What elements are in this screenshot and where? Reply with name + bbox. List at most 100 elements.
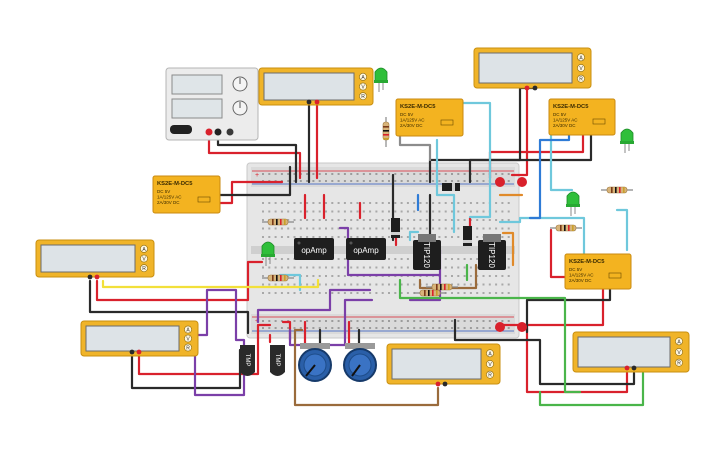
wire-purple[interactable] [188, 288, 246, 397]
sensor-label: TMP [274, 354, 280, 367]
led-green[interactable] [261, 241, 275, 266]
mode-a-button[interactable] [359, 72, 367, 81]
mode-label: V [142, 257, 146, 263]
leds [261, 67, 634, 266]
wire-red[interactable] [207, 130, 302, 180]
probe-negative[interactable] [532, 85, 538, 91]
wire-red[interactable] [95, 260, 264, 302]
resistor[interactable] [550, 224, 582, 232]
wire-cyan[interactable] [498, 216, 586, 257]
mode-v-button[interactable] [675, 348, 683, 356]
mode-r-button[interactable] [577, 74, 585, 83]
transistor-tip120-1[interactable]: TIP120 [413, 234, 441, 270]
wire-blue[interactable] [528, 131, 571, 220]
mode-a-button[interactable] [140, 244, 148, 253]
diode-3[interactable] [442, 183, 460, 191]
wire-red[interactable] [137, 323, 272, 376]
wire-cyan[interactable] [408, 230, 420, 242]
transistor-tip120-2[interactable]: TIP120 [478, 234, 506, 270]
diode-2[interactable] [463, 226, 472, 246]
probe-negative[interactable] [306, 99, 312, 105]
probe-negative[interactable] [442, 381, 448, 387]
mode-label: R [488, 373, 492, 379]
mode-r-button[interactable] [140, 264, 148, 273]
wire-cyan[interactable] [615, 208, 629, 252]
mode-a-button[interactable] [577, 53, 585, 62]
mode-a-button[interactable] [184, 325, 192, 334]
resistor[interactable] [262, 218, 294, 226]
multimeter[interactable]: AVR [473, 47, 592, 89]
wire-gray[interactable] [398, 131, 432, 162]
led-green[interactable] [566, 191, 580, 216]
probe-negative[interactable] [87, 274, 93, 280]
wire-black[interactable] [525, 285, 612, 334]
probe-positive[interactable] [136, 349, 142, 355]
probe-positive[interactable] [624, 365, 630, 371]
probe-negative[interactable] [129, 349, 135, 355]
wire-black[interactable] [468, 131, 593, 184]
multimeter[interactable]: AVR [258, 67, 374, 106]
wire-black[interactable] [201, 165, 292, 197]
mode-a-button[interactable] [675, 337, 683, 346]
wire-cyan[interactable] [445, 101, 492, 219]
positive-terminal[interactable] [205, 128, 213, 136]
mode-v-button[interactable] [184, 334, 192, 343]
mode-v-button[interactable] [486, 360, 494, 368]
resistor[interactable] [262, 274, 294, 282]
multimeters: AVR AVR AVR AVR AVR AVR [35, 47, 690, 387]
relay-spec-label: DC 5V [553, 112, 566, 117]
power-switch[interactable] [170, 125, 192, 134]
potentiometer-1[interactable] [298, 343, 332, 382]
wire-brown[interactable] [293, 328, 440, 407]
potentiometer-2[interactable] [343, 343, 377, 382]
mode-r-button[interactable] [359, 92, 367, 101]
led-green[interactable] [374, 67, 388, 92]
diode-1[interactable] [391, 218, 400, 238]
wire-cyan[interactable] [435, 138, 456, 234]
resistor[interactable] [382, 117, 390, 147]
wire-orange[interactable] [501, 231, 515, 267]
probe-negative[interactable] [631, 365, 637, 371]
wire-cyan[interactable] [549, 131, 574, 192]
wire-yellow[interactable] [101, 278, 320, 289]
probe-positive[interactable] [314, 99, 320, 105]
transistor-label: TIP120 [422, 242, 431, 268]
wire-red[interactable] [510, 86, 529, 177]
mode-v-button[interactable] [140, 254, 148, 263]
negative-terminal[interactable] [214, 128, 222, 136]
opamp-label: opAmp [301, 246, 327, 255]
multimeter[interactable]: AVR [80, 320, 199, 357]
rail-plus-label: + [255, 172, 259, 179]
wire-green[interactable] [398, 278, 582, 394]
mode-r-button[interactable] [184, 343, 192, 352]
multimeter[interactable]: AVR [572, 331, 690, 373]
wire-black[interactable] [88, 279, 250, 335]
mode-v-button[interactable] [577, 64, 585, 72]
opamp-chip-2[interactable]: opAmp [346, 238, 386, 260]
temperature-sensor-2[interactable]: TMP [270, 345, 285, 376]
mode-v-button[interactable] [359, 82, 367, 91]
probe-positive[interactable] [435, 381, 441, 387]
wire-red[interactable] [549, 228, 567, 279]
mode-r-button[interactable] [675, 358, 683, 367]
temperature-sensor-1[interactable]: TMP [240, 345, 255, 376]
opamp-chip-1[interactable]: opAmp [294, 238, 334, 260]
mode-r-button[interactable] [486, 370, 494, 379]
resistor[interactable] [414, 289, 446, 297]
wire-green[interactable] [538, 371, 645, 407]
wire-purple[interactable] [256, 288, 372, 324]
multimeter[interactable]: AVR [386, 343, 501, 385]
resistor[interactable] [601, 186, 633, 194]
mode-label: V [579, 66, 583, 72]
led-green[interactable] [620, 128, 634, 153]
wire-black[interactable] [453, 318, 636, 386]
multimeter[interactable]: AVR [35, 239, 155, 278]
mode-a-button[interactable] [486, 349, 494, 358]
probe-positive[interactable] [94, 274, 100, 280]
resistor[interactable] [426, 283, 458, 291]
probe-positive[interactable] [524, 85, 530, 91]
